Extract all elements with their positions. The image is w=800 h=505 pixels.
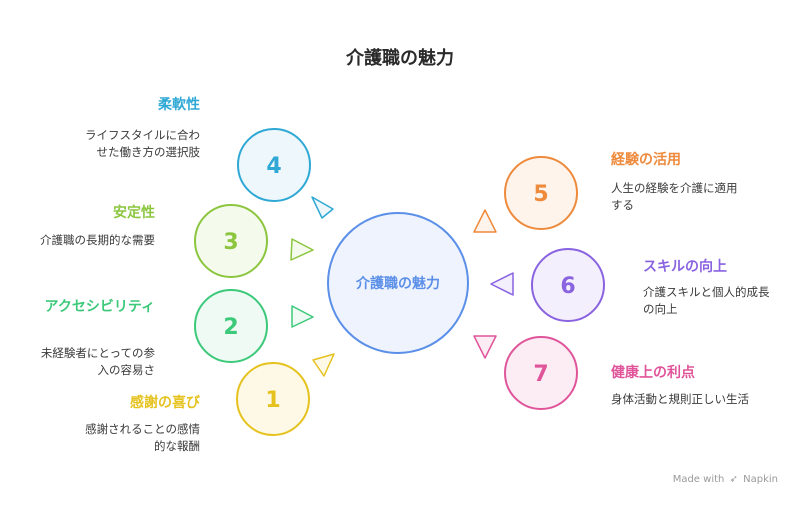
napkin-logo-icon: ➶	[729, 474, 738, 485]
item-3-desc: 介護職の長期的な需要	[40, 233, 155, 247]
node-7-arrow	[473, 335, 497, 359]
page-title: 介護職の魅力	[346, 48, 454, 69]
node-6-number: 6	[560, 274, 575, 299]
item-6-desc: 介護スキルと個人的成長の向上	[643, 285, 770, 316]
node-4-circle	[237, 128, 311, 202]
made-with-footer: Made with ➶ Napkin	[673, 474, 778, 485]
item-1-desc: 感謝されることの感情的な報酬	[85, 422, 200, 453]
node-1: 1	[236, 353, 335, 436]
node-2-number: 2	[223, 315, 238, 340]
item-4-desc: ライフスタイルに合わせた働き方の選択肢	[85, 128, 200, 159]
node-7-circle	[504, 336, 578, 410]
item-7-title: 健康上の利点	[611, 365, 695, 381]
node-6-arrow	[490, 272, 514, 296]
node-3-circle	[194, 204, 268, 278]
node-5-number: 5	[533, 182, 548, 207]
node-7-number: 7	[533, 362, 548, 387]
item-2-title: アクセシビリティ	[44, 299, 155, 315]
node-3-number: 3	[223, 230, 238, 255]
center-label: 介護職の魅力	[355, 275, 440, 292]
node-5-circle	[504, 156, 578, 230]
item-1-title: 感謝の喜び	[130, 395, 200, 411]
made-with-label: Made with	[672, 474, 725, 485]
item-7-desc: 身体活動と規則正しい生活	[611, 392, 749, 406]
node-1-arrow	[312, 353, 335, 377]
node-5: 5	[473, 156, 578, 233]
item-5-desc: 人生の経験を介護に適用する	[611, 181, 738, 212]
item-5-title: 経験の活用	[611, 152, 681, 168]
node-4: 4	[237, 128, 334, 219]
node-2-circle	[194, 289, 268, 363]
item-3-title: 安定性	[113, 205, 155, 221]
node-1-circle	[236, 362, 310, 436]
item-6-title: スキルの向上	[643, 259, 727, 275]
node-4-arrow	[311, 196, 334, 219]
node-5-arrow	[473, 209, 497, 233]
node-3-arrow	[290, 238, 314, 261]
item-4-title: 柔軟性	[158, 97, 200, 113]
center-circle	[327, 212, 469, 354]
node-2: 2	[194, 289, 314, 363]
node-3: 3	[194, 204, 314, 278]
node-6: 6	[490, 248, 605, 322]
node-4-number: 4	[266, 154, 281, 179]
napkin-brand: Napkin	[743, 474, 778, 485]
node-1-number: 1	[265, 388, 280, 413]
node-2-arrow	[291, 305, 314, 328]
node-6-circle	[531, 248, 605, 322]
item-2-desc: 未経験者にとっての参入の容易さ	[40, 346, 155, 377]
node-7: 7	[473, 335, 578, 410]
